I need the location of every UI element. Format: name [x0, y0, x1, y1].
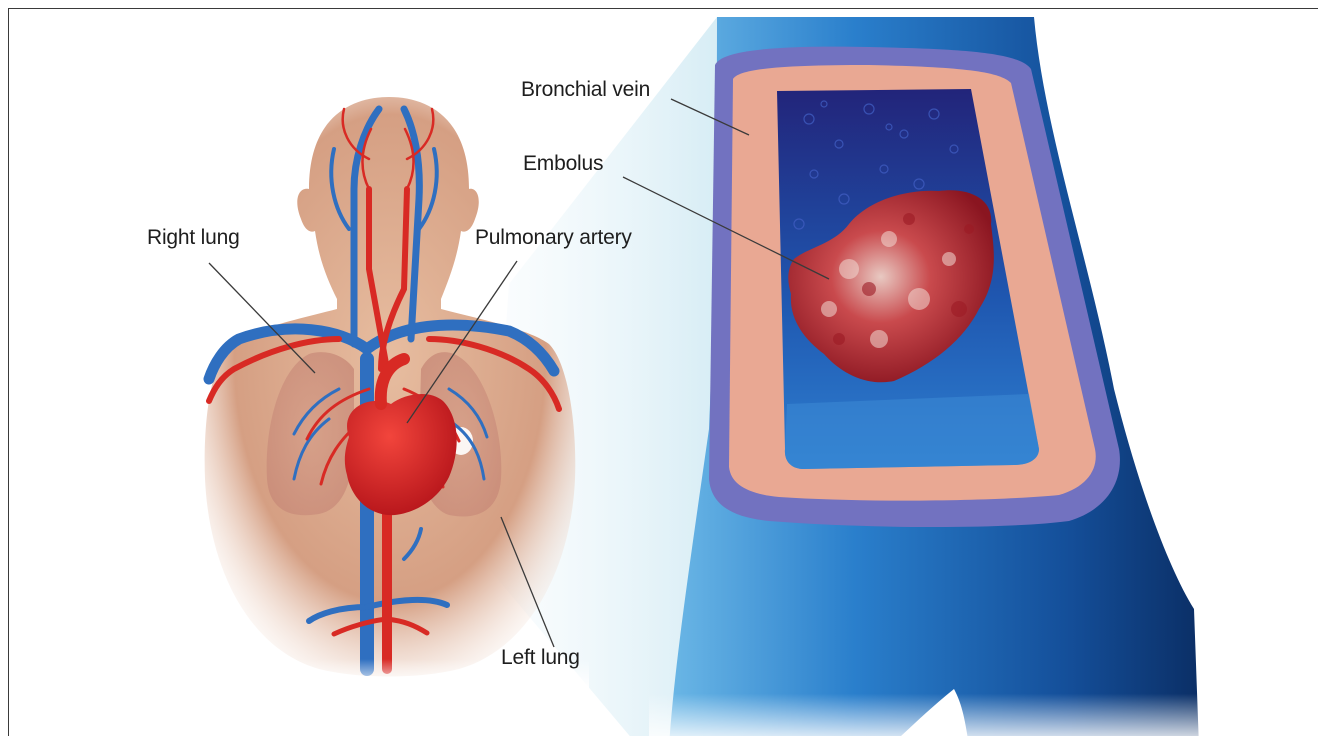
bronchial-vein-label: Bronchial vein: [521, 78, 650, 102]
pulmonary-artery-label: Pulmonary artery: [475, 226, 632, 250]
figure-frame: Right lung Pulmonary artery Left lung Br…: [8, 8, 1318, 736]
embolism-illustration: [9, 9, 1318, 736]
embolus-label: Embolus: [523, 152, 603, 176]
left-lung-label: Left lung: [501, 646, 580, 670]
right-lung-label: Right lung: [147, 226, 240, 250]
human-torso: [189, 97, 589, 689]
magnified-vessel: [649, 17, 1229, 736]
